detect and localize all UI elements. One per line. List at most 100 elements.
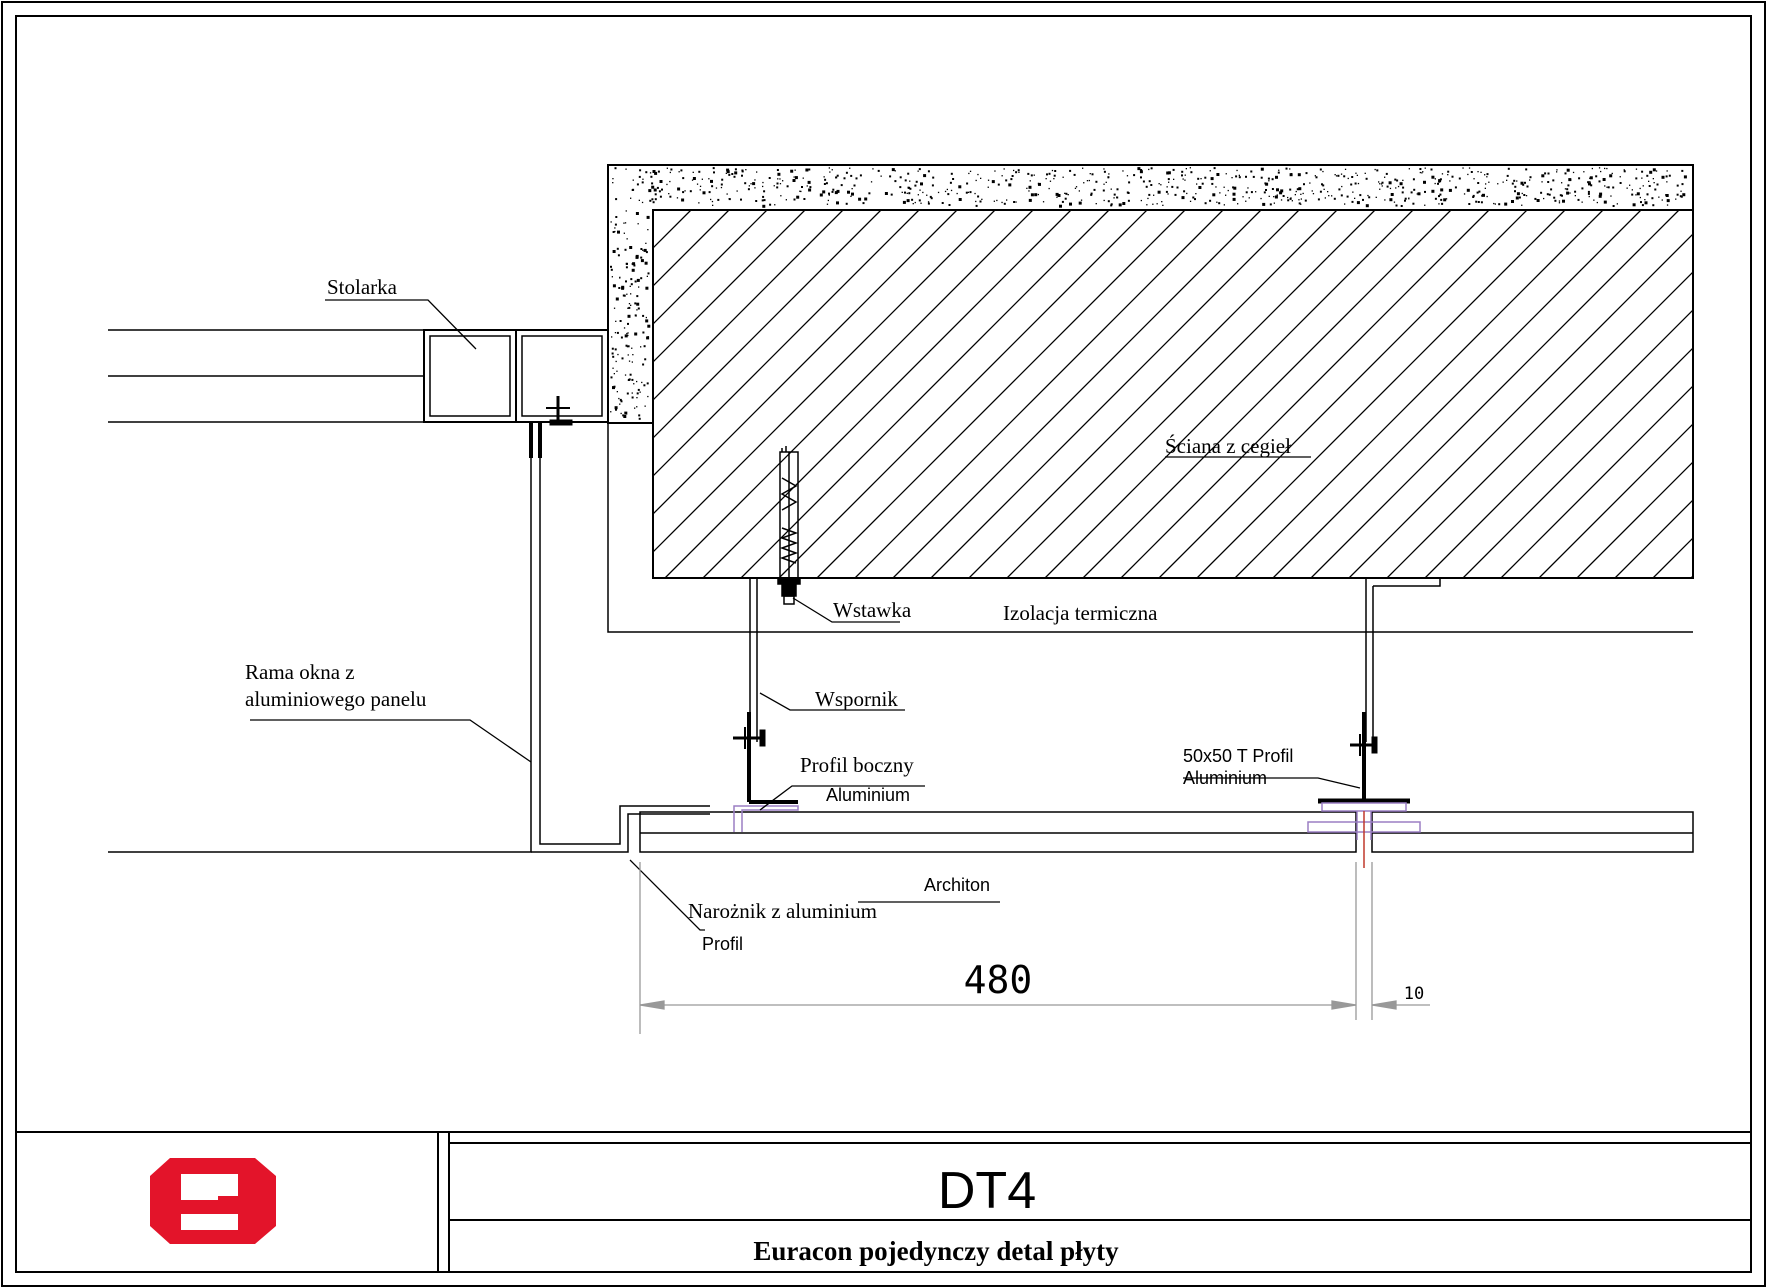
plaster-speckle [979,200,982,203]
plaster-speckle [1001,175,1003,177]
plaster-speckle [631,268,635,272]
plaster-speckle [1598,194,1602,198]
plaster-speckle [1273,202,1275,204]
plaster-speckle [1341,185,1343,188]
anchor-bolt-icon [777,446,801,605]
plaster-speckle [774,204,776,206]
plaster-speckle [639,391,641,393]
plaster-speckle [1681,169,1684,172]
plaster-speckle [641,181,644,184]
plaster-speckle [1502,181,1504,183]
plaster-speckle [1680,195,1683,198]
plaster-speckle [647,395,649,398]
plaster-speckle [740,198,742,201]
plaster-speckle [1252,175,1255,178]
plaster-speckle [828,194,830,196]
plaster-speckle [1322,184,1325,187]
plaster-speckle [1666,181,1668,183]
plaster-speckle [1423,180,1426,184]
plaster-speckle [1612,186,1615,189]
plaster-speckle [624,411,628,415]
plaster-speckle [907,186,910,189]
plaster-speckle [613,307,616,309]
plaster-speckle [1412,202,1415,205]
plaster-speckle [1402,186,1405,189]
plaster-speckle [1271,188,1274,190]
plaster-speckle [793,198,796,201]
plaster-speckle [1276,188,1279,192]
plaster-speckle [1232,186,1235,189]
plaster-speckle [1381,185,1383,187]
plaster-speckle [1347,177,1349,180]
plaster-speckle [965,191,968,194]
plaster-speckle [610,221,612,223]
plaster-speckle [630,278,633,281]
plaster-speckle [1334,174,1336,176]
plaster-speckle [1055,192,1059,196]
plaster-speckle [1514,185,1517,188]
plaster-speckle [836,189,840,193]
hatch-line [653,210,958,515]
plaster-speckle [1011,175,1014,177]
plaster-speckle [1300,198,1302,200]
plaster-speckle [752,182,756,186]
plaster-speckle [1262,202,1266,206]
plaster-speckle [1480,171,1482,173]
plaster-speckle [1593,199,1595,201]
plaster-speckle [645,242,647,244]
plaster-speckle [1623,169,1625,171]
plaster-speckle [1216,201,1218,203]
plaster-speckle [1595,175,1598,178]
plaster-speckle [613,373,615,375]
plaster-speckle [632,188,635,191]
plaster-speckle [917,170,919,172]
plaster-speckle [717,198,720,201]
plaster-speckle [1167,178,1170,181]
plaster-speckle [1304,199,1307,202]
plaster-speckle [1053,174,1056,177]
plaster-speckle [1507,167,1510,170]
plaster-speckle [676,197,679,199]
plaster-speckle [761,199,764,202]
plaster-speckle [1086,180,1089,182]
plaster-speckle [734,171,738,175]
plaster-speckle [1416,193,1418,195]
plaster-speckle [1365,177,1368,180]
plaster-speckle [1182,178,1184,180]
plaster-speckle [1083,182,1085,184]
label-architon: Architon [924,875,990,895]
plaster-speckle [1606,186,1608,188]
plaster-speckle [993,200,995,202]
plaster-speckle [1142,180,1145,183]
plaster-speckle [1359,194,1362,197]
plaster-speckle [1211,182,1214,185]
plaster-speckle [1482,193,1485,197]
plaster-speckle [1168,181,1170,183]
plaster-speckle [1287,196,1289,199]
plaster-speckle [630,304,632,306]
plaster-speckle [1463,193,1466,195]
plaster-speckle [1604,185,1606,187]
plaster-speckle [627,307,629,309]
plaster-speckle [1522,183,1525,186]
plaster-speckle [1649,170,1653,174]
plaster-speckle [625,262,628,265]
plaster-speckle [1404,199,1406,202]
plaster-speckle [1285,167,1288,170]
plaster-speckle [1248,197,1250,199]
plaster-speckle [1305,172,1308,175]
plaster-speckle [632,179,634,181]
plaster-speckle [1438,195,1440,198]
plaster-speckle [1574,195,1576,197]
hatch-line [702,210,1072,578]
plaster-speckle [1386,185,1389,188]
plaster-speckle [1042,201,1045,203]
plaster-speckle [1268,180,1270,182]
plaster-speckle [802,177,804,179]
plaster-speckle [1656,183,1659,186]
plaster-speckle [1351,176,1354,178]
plaster-speckle [914,184,917,187]
leader-lines [250,299,1361,931]
plaster-speckle [1658,196,1660,198]
plaster-speckle [977,195,980,198]
